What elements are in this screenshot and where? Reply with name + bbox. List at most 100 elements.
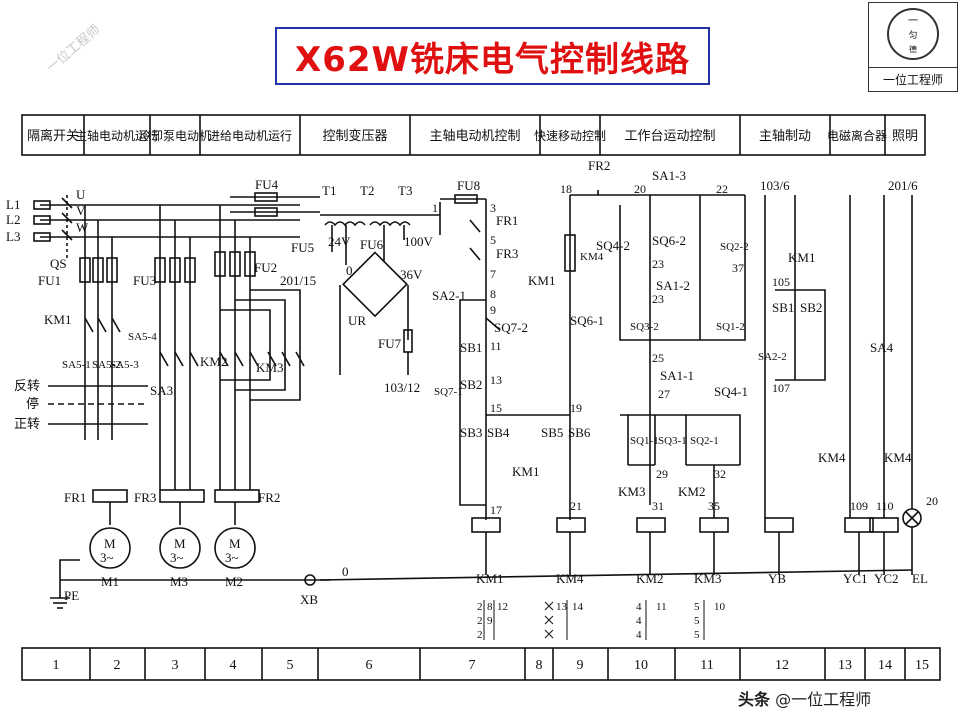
coil-km1 [471, 517, 501, 533]
label-sq4-1: SQ4-1 [714, 384, 748, 399]
label-sq7-2: SQ7-2 [494, 320, 528, 335]
coil-yc1 [844, 517, 874, 533]
footer-cell-10: 10 [634, 658, 648, 673]
ref-km2-1: 4 [636, 601, 642, 613]
node-13: 13 [490, 373, 502, 387]
header-cell-worktable: 工作台运动控制 [624, 129, 715, 144]
footer-cell-1: 1 [53, 658, 60, 673]
label-coil-km3: KM3 [694, 571, 721, 586]
ref-km3-4: 10 [714, 601, 726, 613]
label-sa3: SA3 [150, 383, 173, 398]
header-cell-spindle-run: 主轴电动机运行 [75, 128, 159, 143]
label-sq7-1: SQ7-1 [434, 386, 463, 398]
node-1: 1 [432, 201, 438, 215]
label-fu7: FU7 [378, 336, 402, 351]
label-sb5: SB5 [541, 425, 563, 440]
label-fu2: FU2 [254, 260, 277, 275]
node-29: 29 [656, 467, 668, 481]
footer-cell-3: 3 [172, 658, 179, 673]
node-23-a: 23 [652, 257, 664, 271]
label-km4-clutch-2: KM4 [884, 450, 912, 465]
label-xb: XB [300, 592, 318, 607]
ref-km1-2: 2 [477, 615, 483, 627]
ref-km1-3: 2 [477, 629, 483, 641]
label-sa5-4: SA5-4 [128, 331, 157, 343]
label-sa1-2: SA1-2 [656, 278, 690, 293]
node-23-b: 23 [652, 292, 664, 306]
ref-km4-1: 13 [556, 601, 568, 613]
label-fu5: FU5 [291, 240, 314, 255]
node-37: 37 [732, 261, 744, 275]
node-9: 9 [490, 303, 496, 317]
footer-brand: 头条 [738, 690, 771, 709]
logo-seal: 一 匀 德 [887, 8, 939, 60]
header-cell-isolator: 隔离开关 [27, 128, 79, 144]
label-sb6: SB6 [568, 425, 591, 440]
footer-cell-9: 9 [577, 658, 584, 673]
footer-cell-7: 7 [469, 658, 476, 673]
node-107: 107 [772, 381, 790, 395]
node-8: 8 [490, 287, 496, 301]
node-11: 11 [490, 339, 502, 353]
label-sq3-2: SQ3-2 [630, 321, 659, 333]
label-sq2-2: SQ2-2 [720, 241, 749, 253]
motor-m1-symbol: M [104, 536, 116, 551]
footer-cell-6: 6 [366, 658, 373, 673]
label-t2: T2 [360, 183, 374, 198]
footer-cell-11: 11 [700, 658, 713, 673]
label-coil-yc2: YC2 [874, 571, 899, 586]
label-pe: PE [64, 588, 79, 603]
node-19: 19 [570, 401, 582, 415]
label-sq6-2: SQ6-2 [652, 233, 686, 248]
label-v: V [76, 203, 86, 218]
label-km2-main: KM2 [200, 354, 227, 369]
label-sb2-control: SB2 [460, 377, 482, 392]
logo-glyph-2: 匀 [908, 29, 917, 41]
footer-cell-5: 5 [287, 658, 294, 673]
logo-seal-glyphs: 一 匀 德 [908, 16, 918, 54]
logo-glyph-3: 德 [909, 44, 917, 54]
footer-watermark: 头条 @一位工程师 [738, 686, 871, 710]
label-u: U [76, 187, 86, 202]
header-cell-feed-run: 进给电动机运行 [208, 129, 292, 143]
header-cell-lighting: 照明 [892, 129, 918, 144]
label-fr1: FR1 [64, 490, 86, 505]
coil-yb [764, 517, 794, 533]
label-km2-interlock: KM2 [678, 484, 705, 499]
label-sq4-2: SQ4-2 [596, 238, 630, 253]
label-coil-yc1: YC1 [843, 571, 868, 586]
label-coil-km1: KM1 [476, 571, 503, 586]
footer-cell-2: 2 [114, 658, 121, 673]
ref-km1-1: 2 [477, 601, 483, 613]
footer-cell-8: 8 [536, 658, 543, 673]
ref-km3-2: 5 [694, 615, 700, 627]
label-sb4: SB4 [487, 425, 510, 440]
label-fu4: FU4 [255, 177, 279, 192]
node-15: 15 [490, 401, 502, 415]
label-sa1-1: SA1-1 [660, 368, 694, 383]
ref-km1-4: 8 [487, 601, 493, 613]
label-103-12: 103/12 [384, 380, 420, 395]
node-5: 5 [490, 233, 496, 247]
ref-km2-4: 11 [656, 601, 667, 613]
label-km1-main: KM1 [44, 312, 71, 327]
label-w: W [76, 220, 89, 235]
label-qs: QS [50, 256, 67, 271]
label-lamp-el: EL [912, 571, 928, 586]
label-fr1-contact: FR1 [496, 213, 518, 228]
label-sb2-brake: SB2 [800, 300, 822, 315]
footer-cell-14: 14 [878, 658, 892, 673]
logo: 一 匀 德 一位工程师 [868, 2, 958, 92]
label-t3: T3 [398, 183, 412, 198]
header-cell-brake: 主轴制动 [759, 129, 811, 144]
label-fu6: FU6 [360, 237, 384, 252]
node-105: 105 [772, 275, 790, 289]
label-l1: L1 [6, 197, 20, 212]
node-20: 20 [634, 182, 646, 196]
ref-km2-2: 4 [636, 615, 642, 627]
label-fr3: FR3 [134, 490, 156, 505]
header-cell-rapid: 快速移动控制 [534, 129, 606, 143]
node-32: 32 [714, 467, 726, 481]
logo-glyph-1: 一 [908, 16, 918, 27]
